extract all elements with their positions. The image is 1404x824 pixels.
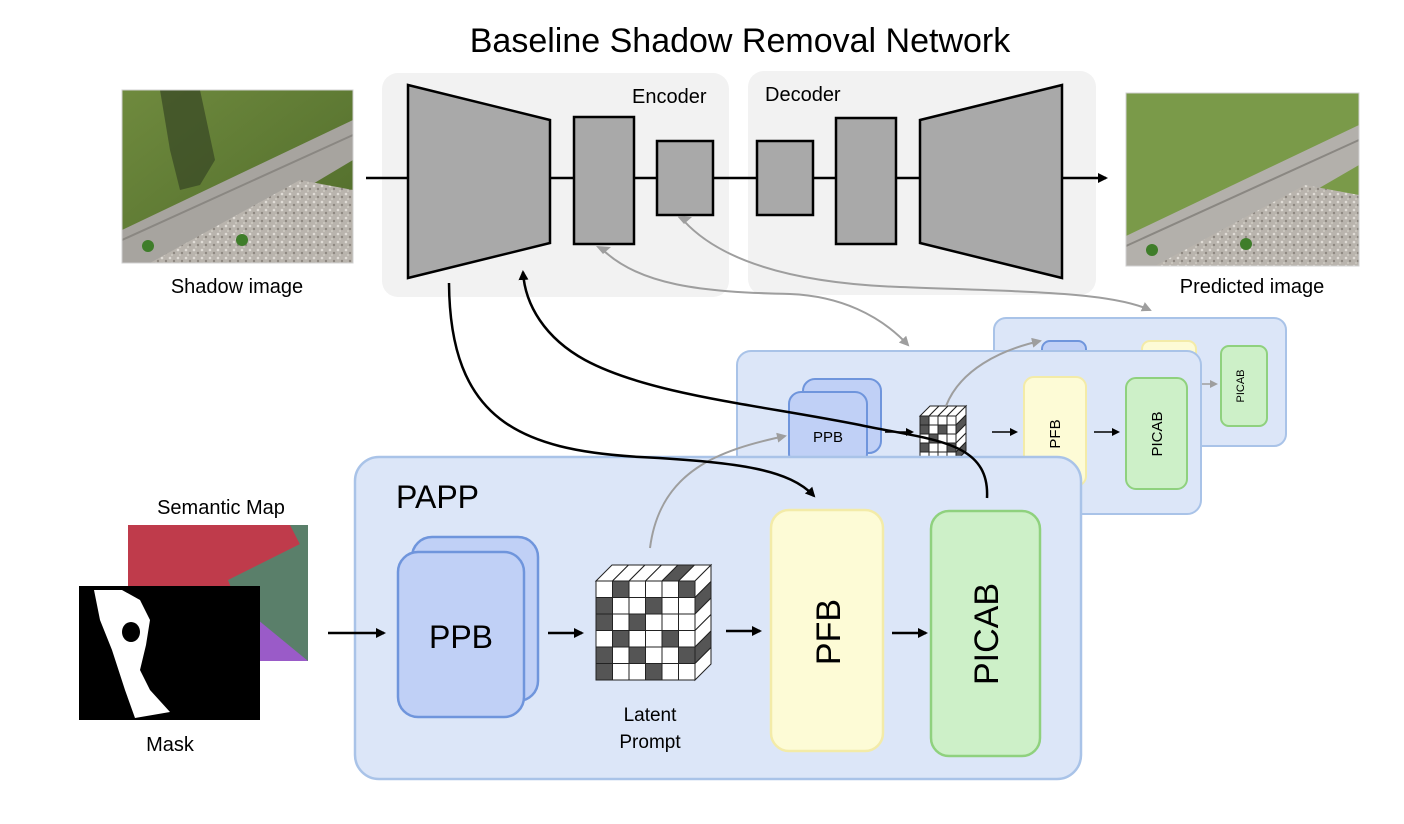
- picab-label: PICAB: [968, 583, 1006, 685]
- latent-cube-cell: [645, 663, 663, 681]
- latent-cube-cell: [937, 424, 948, 435]
- picab-back-2-label: PICAB: [1235, 369, 1247, 402]
- semantic-map-label: Semantic Map: [157, 497, 285, 519]
- decoder-trapezoid: [918, 83, 1064, 280]
- latent-cube-cell: [628, 630, 646, 648]
- latent-cube-cell: [678, 613, 696, 631]
- encoder-block-3: [655, 139, 715, 217]
- encoder-trapezoid: [406, 83, 552, 280]
- shadow-image: [121, 89, 354, 264]
- latent-cube-cell: [628, 613, 646, 631]
- latent-cube-cell: [645, 613, 663, 631]
- latent-cube-cell: [595, 646, 613, 664]
- latent-cube-cell: [595, 597, 613, 615]
- latent-prompt-label-line2: Prompt: [619, 732, 681, 753]
- latent-cube-cell: [678, 580, 696, 598]
- latent-cube-cell: [595, 663, 613, 681]
- latent-cube-cell: [628, 646, 646, 664]
- latent-cube-cell: [628, 663, 646, 681]
- latent-cube-cell: [628, 580, 646, 598]
- latent-cube-cell: [612, 597, 630, 615]
- latent-cube-cell: [628, 597, 646, 615]
- ppb-back-1-label: PPB: [813, 429, 843, 446]
- latent-cube-cell: [645, 646, 663, 664]
- predicted-image: [1125, 92, 1360, 267]
- latent-cube-cell: [645, 580, 663, 598]
- encoder-label: Encoder: [632, 86, 707, 108]
- encoder3-skip-curve: [683, 220, 1152, 312]
- picab-back-1-label: PICAB: [1149, 411, 1166, 456]
- picab-block: [929, 509, 1042, 758]
- latent-cube-cell: [612, 646, 630, 664]
- latent-cube-cell: [678, 663, 696, 681]
- latent-cube-cell: [919, 415, 930, 426]
- latent-cube-cell: [645, 630, 663, 648]
- predicted-image-label: Predicted image: [1180, 276, 1325, 298]
- latent-cube-cell: [612, 630, 630, 648]
- pfb-back-1-label: PFB: [1047, 419, 1064, 448]
- latent-cube-cell: [928, 415, 939, 426]
- ppb-label: PPB: [429, 619, 493, 655]
- latent-cube-cell: [595, 580, 613, 598]
- latent-cube-cell: [595, 613, 613, 631]
- latent-cube-cell: [678, 597, 696, 615]
- latent-cube-cell: [928, 442, 939, 453]
- latent-cube-cell: [928, 424, 939, 435]
- latent-cube-cell: [612, 613, 630, 631]
- latent-prompt-cube: [594, 563, 713, 682]
- picab-to-encoder-curve: [518, 270, 989, 499]
- small-latent-to-back2-curve: [945, 337, 1042, 407]
- latent-cube-cell: [661, 580, 679, 598]
- latent-cube-cell: [595, 630, 613, 648]
- latent-cube-cell: [645, 597, 663, 615]
- ppb-block: [396, 550, 526, 719]
- latent-cube-cell: [661, 630, 679, 648]
- papp-label: PAPP: [396, 479, 479, 515]
- encoder2-skip-curve: [602, 249, 910, 347]
- latent-cube-cell: [661, 597, 679, 615]
- latent-cube-cell: [946, 433, 957, 444]
- latent-cube-cell: [946, 415, 957, 426]
- latent-prompt-label-line1: Latent: [624, 705, 678, 726]
- shadow-image-label: Shadow image: [171, 276, 303, 298]
- mask-label: Mask: [146, 734, 195, 756]
- pfb-block: [769, 508, 885, 753]
- latent-cube-cell: [937, 415, 948, 426]
- decoder-label: Decoder: [765, 84, 841, 106]
- latent-cube-cell: [661, 663, 679, 681]
- latent-prompt-small: [918, 404, 968, 463]
- latent-cube-cell: [612, 663, 630, 681]
- latent-to-back-ppb-curve: [649, 432, 787, 549]
- decoder-block-2: [834, 116, 898, 246]
- decoder-block-1: [755, 139, 815, 217]
- latent-cube-cell: [678, 646, 696, 664]
- latent-cube-cell: [678, 630, 696, 648]
- latent-cube-cell: [919, 442, 930, 453]
- latent-cube-cell: [612, 580, 630, 598]
- encoder-block-2: [572, 115, 636, 246]
- latent-cube-cell: [661, 613, 679, 631]
- latent-cube-cell: [661, 646, 679, 664]
- latent-cube-cell: [946, 424, 957, 435]
- encoder-to-pfb-curve: [447, 282, 816, 498]
- latent-cube-cell: [919, 424, 930, 435]
- mask-image: [79, 586, 260, 720]
- pfb-label: PFB: [810, 599, 848, 665]
- diagram-title: Baseline Shadow Removal Network: [470, 22, 1011, 60]
